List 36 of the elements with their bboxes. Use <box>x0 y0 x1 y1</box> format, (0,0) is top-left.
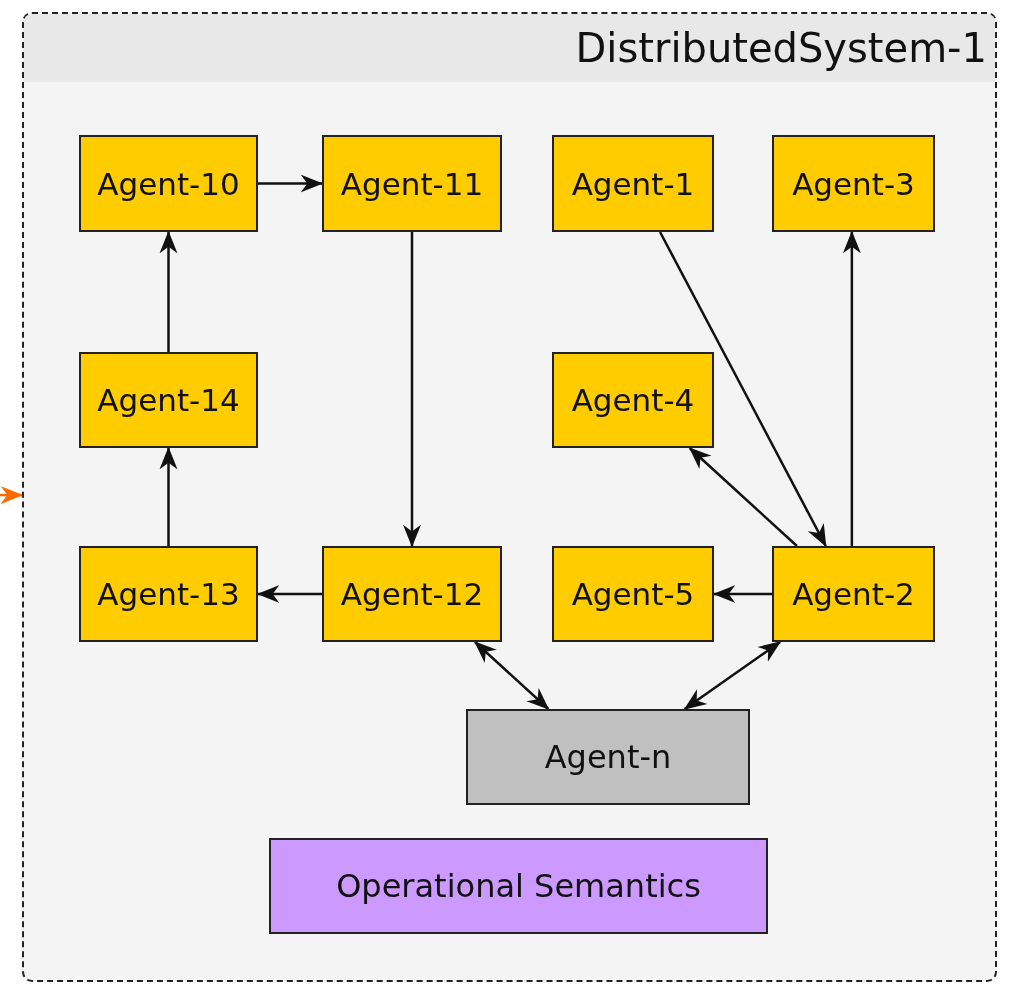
box-label: Agent-5 <box>571 576 695 612</box>
arrow <box>159 230 178 352</box>
agent-box <box>79 135 258 232</box>
arrow <box>474 641 550 710</box>
box-label: Agent-3 <box>792 165 915 202</box>
box-label: Agent-13 <box>97 576 240 612</box>
box-label: Agent-10 <box>97 165 240 202</box>
arrow <box>688 447 798 547</box>
agent-box <box>79 546 258 642</box>
agent-box <box>552 352 714 448</box>
arrow <box>683 640 782 711</box>
box-label: Agent-1 <box>571 165 695 202</box>
box-label: Agent-n <box>544 738 672 776</box>
agent-box <box>466 709 750 805</box>
agent-box <box>322 546 502 642</box>
container-title: DistributedSystem-1 <box>575 25 987 71</box>
agent-box <box>772 135 935 232</box>
arrow <box>403 232 421 548</box>
agent-box <box>552 546 714 642</box>
arrow <box>842 230 861 546</box>
arrow <box>0 486 24 505</box>
box-label: Operational Semantics <box>336 867 701 905</box>
box-label: Agent-14 <box>97 382 240 418</box>
agent-box <box>79 352 258 448</box>
box-label: Agent-4 <box>571 382 695 418</box>
box-label: Agent-11 <box>340 165 484 202</box>
arrow <box>258 174 324 193</box>
agent-box <box>772 546 935 642</box>
semantics-box <box>269 838 768 934</box>
agent-box <box>322 135 502 232</box>
arrow <box>658 231 827 547</box>
agent-box <box>552 135 714 232</box>
box-label: Agent-12 <box>340 576 484 612</box>
system-container <box>22 12 997 982</box>
box-label: Agent-2 <box>792 576 915 612</box>
arrow <box>159 446 178 546</box>
